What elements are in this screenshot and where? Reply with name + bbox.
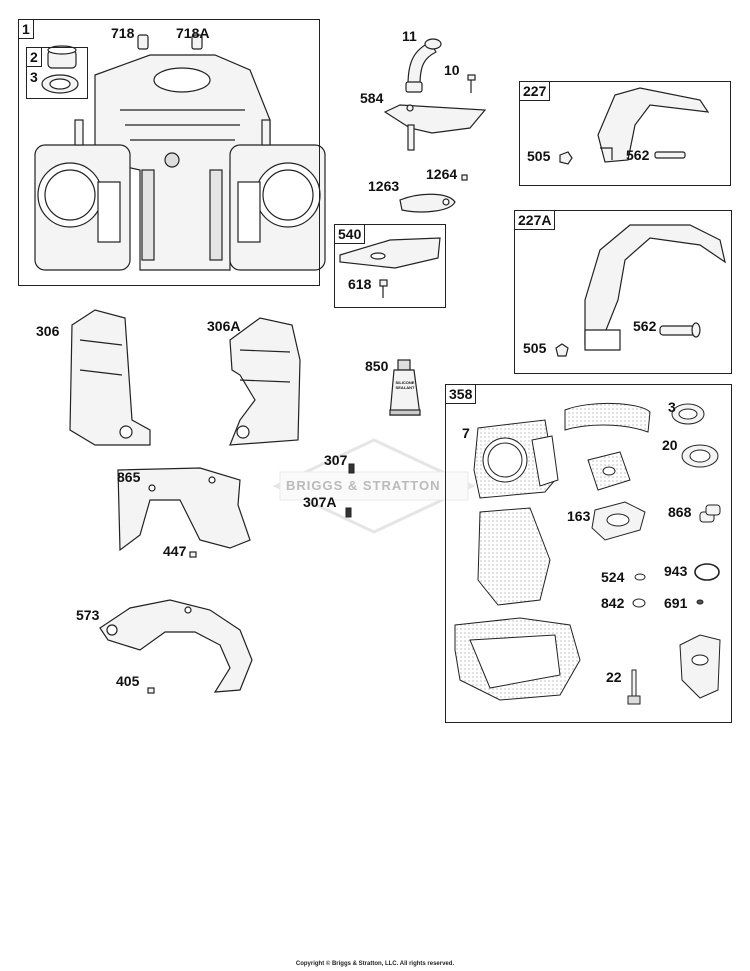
callout-306a: 306A	[207, 318, 241, 334]
callout-3-b: 3	[668, 399, 676, 415]
callout-307: 307	[324, 452, 348, 468]
air-guide-plate-drawing	[117, 467, 251, 558]
bracket-227-frame	[519, 81, 731, 186]
callout-584: 584	[360, 90, 384, 106]
engine-block-frame	[18, 19, 320, 286]
callout-718a: 718A	[176, 25, 210, 41]
callout-573: 573	[76, 607, 100, 623]
lever-drawing	[399, 174, 468, 213]
callout-524: 524	[601, 569, 625, 585]
callout-868: 868	[668, 504, 692, 520]
bushing-and-seal-drawing	[41, 45, 79, 94]
callout-562-b: 562	[633, 318, 657, 334]
callout-505: 505	[527, 148, 551, 164]
bracket-227a-frame	[514, 210, 732, 374]
callout-163: 163	[567, 508, 591, 524]
callout-447: 447	[163, 543, 187, 559]
bushing-seal-frame	[26, 47, 88, 99]
brand-watermark	[272, 438, 476, 534]
callout-306: 306	[36, 323, 60, 339]
box-label-227: 227	[519, 81, 551, 101]
callout-405: 405	[116, 673, 140, 689]
screw-drawing	[345, 463, 355, 518]
callout-562: 562	[626, 147, 650, 163]
box-label-1: 1	[18, 19, 34, 39]
callout-1264: 1264	[426, 166, 458, 182]
governor-bracket-drawing	[383, 104, 487, 151]
callout-718: 718	[111, 25, 135, 41]
callout-850: 850	[365, 358, 389, 374]
callout-505-b: 505	[523, 340, 547, 356]
callout-20: 20	[662, 437, 678, 453]
baffle-frame	[334, 224, 446, 308]
breather-tube-drawing	[405, 38, 476, 93]
callout-943: 943	[664, 563, 688, 579]
gasket-set-frame	[445, 384, 732, 723]
watermark-text: BRIGGS & STRATTON	[286, 478, 441, 493]
callout-307a: 307A	[303, 494, 337, 510]
gasket-set-drawing	[454, 403, 721, 705]
callout-7: 7	[462, 425, 470, 441]
baffle-plate-drawing	[339, 237, 441, 298]
box-label-358: 358	[445, 384, 477, 404]
callout-618: 618	[348, 276, 372, 292]
box-label-2: 2	[26, 47, 42, 67]
control-bracket-large-drawing	[555, 224, 726, 357]
callout-691: 691	[664, 595, 688, 611]
callout-842: 842	[601, 595, 625, 611]
cylinder-shroud-b-drawing	[229, 317, 301, 446]
callout-22: 22	[606, 669, 622, 685]
engine-block-drawing	[34, 54, 326, 271]
control-bracket-drawing	[559, 87, 710, 165]
callout-865: 865	[117, 469, 141, 485]
sealant-tube-text: SILICONE SEALANT	[395, 380, 415, 390]
callout-11: 11	[402, 28, 417, 44]
box-label-540: 540	[334, 224, 366, 244]
callout-10: 10	[444, 62, 460, 78]
callout-1263: 1263	[368, 178, 400, 194]
dowel-pin-drawing	[137, 34, 203, 50]
copyright-footer: Copyright © Briggs & Stratton, LLC. All …	[295, 961, 455, 967]
blower-housing-drawing	[99, 599, 253, 694]
sealant-tube-drawing	[389, 359, 421, 416]
cylinder-shroud-drawing	[69, 309, 151, 446]
callout-3: 3	[30, 69, 38, 85]
box-label-227a: 227A	[514, 210, 556, 230]
